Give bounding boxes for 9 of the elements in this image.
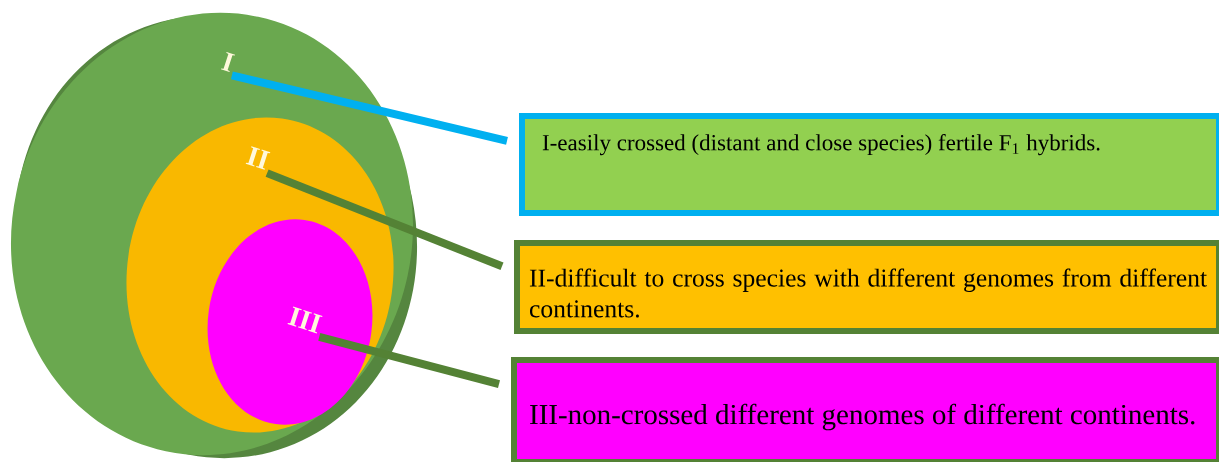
roman-numeral: I — [220, 51, 236, 73]
roman-numeral: III — [287, 306, 323, 334]
text-box: III-non-crossed different genomes of different continents. — [511, 357, 1219, 462]
text-box: II-difficult to cross species with different genomes from different continents. — [514, 240, 1219, 334]
leader-line — [265, 169, 504, 271]
roman-numeral: II — [245, 146, 271, 170]
leader-line — [318, 332, 501, 388]
ellipse — [207, 219, 373, 425]
text-box: I-easily crossed (distant and close species) fertile F$_{1}$ hybrids. — [519, 113, 1219, 216]
